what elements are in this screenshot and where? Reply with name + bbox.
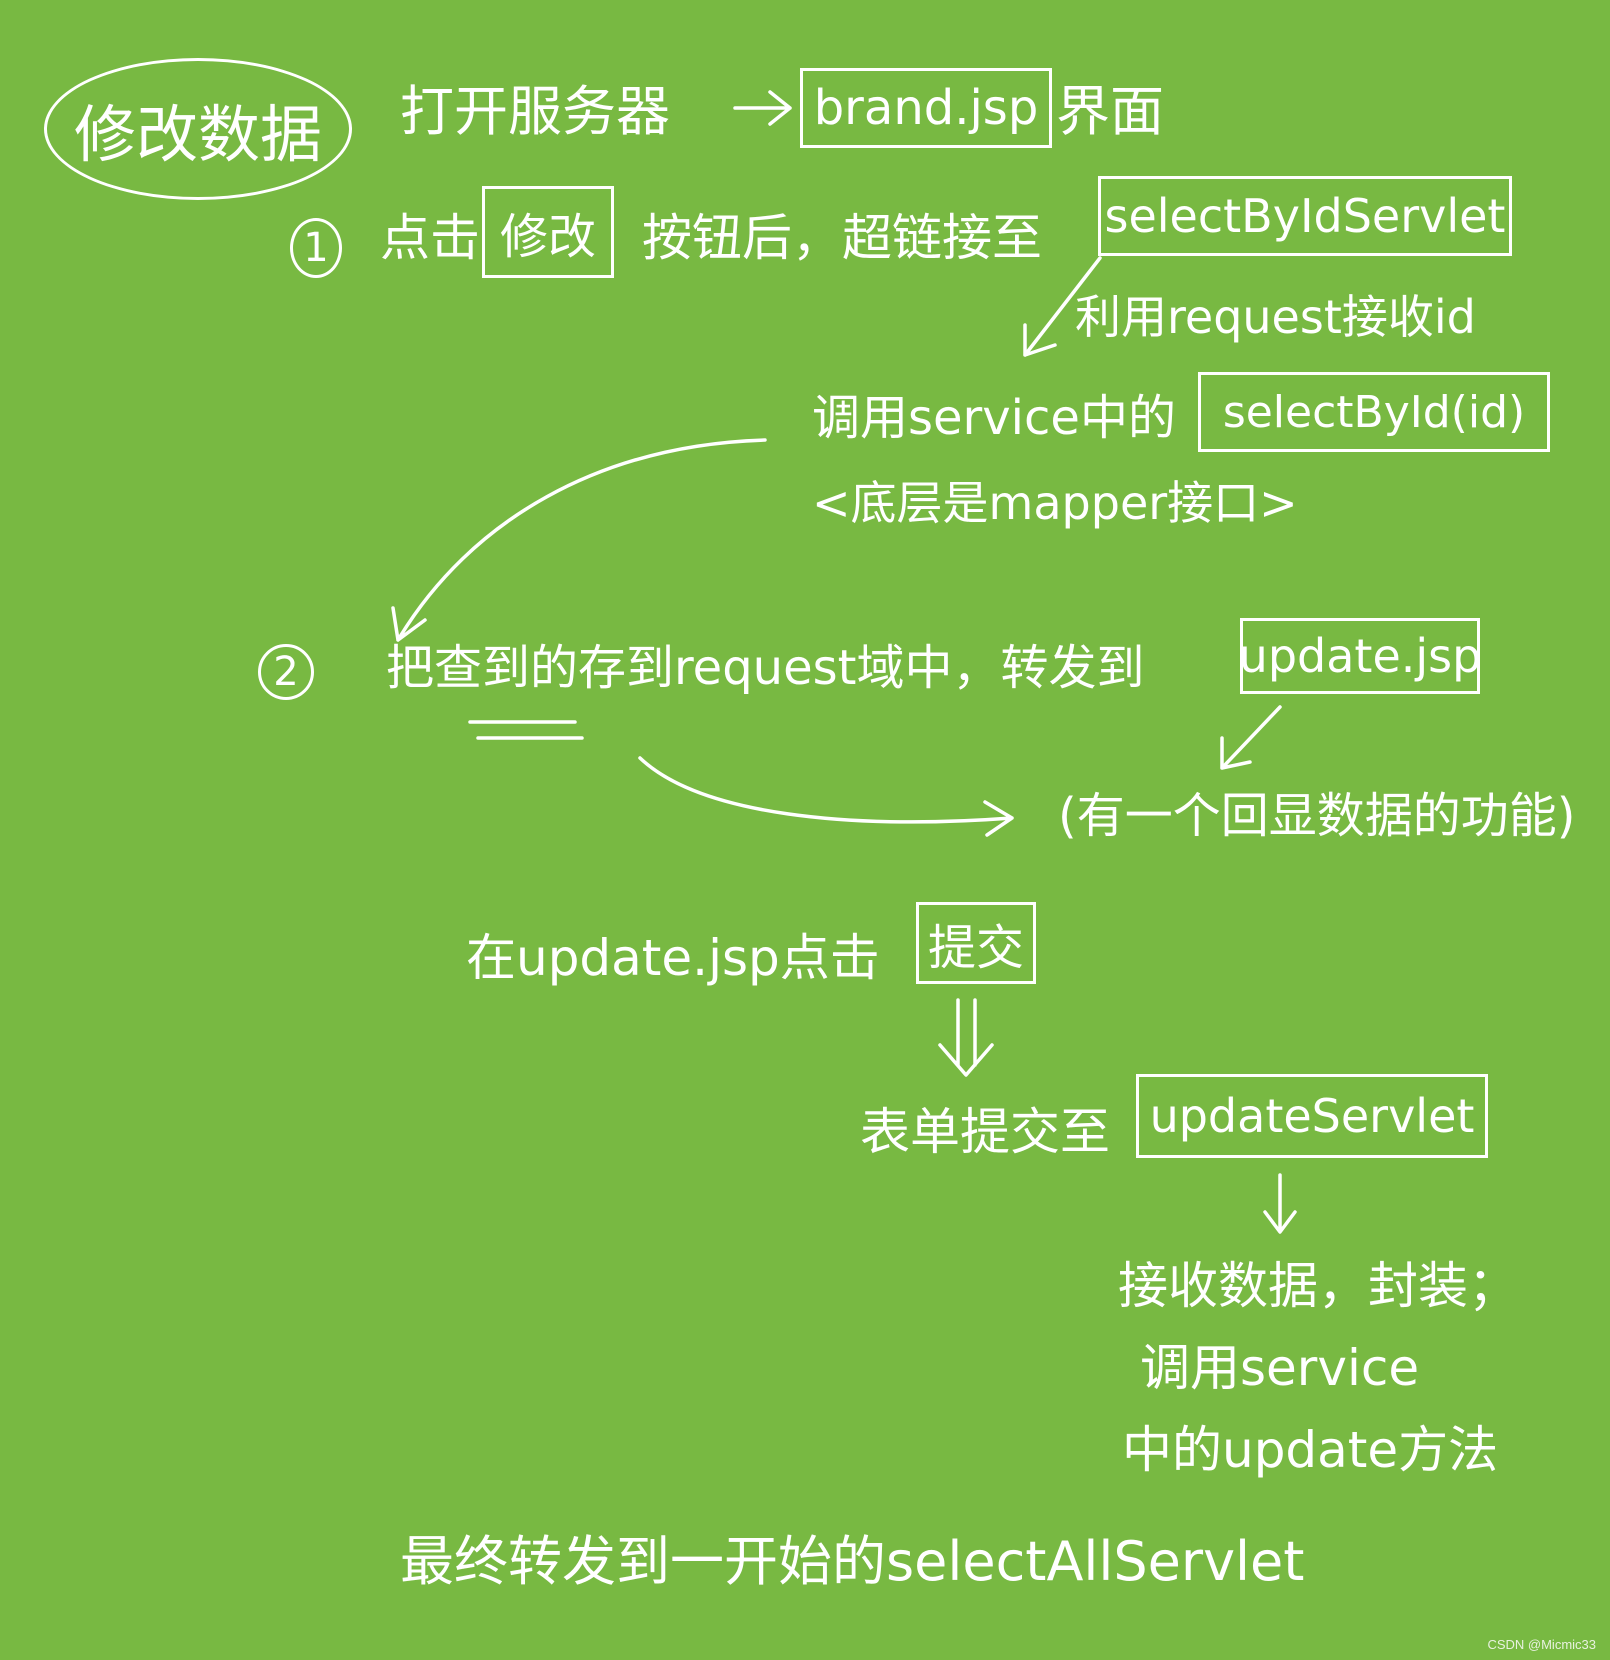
arrow-from-update-servlet xyxy=(1263,1173,1297,1234)
receive-line-2: 调用service xyxy=(1140,1339,1420,1397)
arrow-curve-to-echo xyxy=(638,756,1014,837)
submit-button-box: 提交 xyxy=(916,902,1036,984)
receive-line-3: 中的update方法 xyxy=(1122,1421,1499,1479)
step2-number: 2 xyxy=(258,644,314,700)
select-by-id-servlet-box: selectByIdServlet xyxy=(1098,176,1512,256)
update-servlet-box: updateServlet xyxy=(1136,1074,1488,1158)
title-oval: 修改数据 xyxy=(44,58,352,200)
form-submit-text: 表单提交至 xyxy=(860,1103,1110,1161)
arrow-open-server xyxy=(733,90,792,126)
service-call-text: 调用service中的 xyxy=(812,390,1176,446)
final-forward-text: 最终转发到一开始的selectAllServlet xyxy=(400,1530,1305,1593)
arrow-to-echo xyxy=(1220,705,1282,770)
submit-text: 在update.jsp点击 xyxy=(466,929,880,987)
watermark: CSDN @Micmic33 xyxy=(1487,1637,1596,1652)
double-arrow-submit xyxy=(938,998,994,1077)
mapper-note: <底层是mapper接口> xyxy=(812,476,1298,530)
receive-line-1: 接收数据，封装； xyxy=(1118,1257,1518,1315)
brand-jsp-suffix: 界面 xyxy=(1056,80,1164,143)
request-id-note: 利用request接收id xyxy=(1075,290,1476,344)
open-server-text: 打开服务器 xyxy=(400,80,670,143)
modify-button-box: 修改 xyxy=(482,186,614,278)
echo-note: (有一个回显数据的功能) xyxy=(1058,788,1576,844)
select-by-id-method-box: selectById(id) xyxy=(1198,372,1550,452)
step2-text: 把查到的存到request域中，转发到 xyxy=(386,640,1145,696)
brand-jsp-box: brand.jsp xyxy=(800,68,1052,148)
step1-link-text: 按钮后，超链接至 xyxy=(642,209,1042,267)
underline-chadao xyxy=(468,720,584,740)
step1-number: 1 xyxy=(290,218,342,278)
arrow-curve-to-step2 xyxy=(391,438,767,642)
arrow-to-service xyxy=(1023,256,1102,357)
update-jsp-box: update.jsp xyxy=(1239,618,1481,694)
step1-click-text: 点击 xyxy=(380,209,480,267)
